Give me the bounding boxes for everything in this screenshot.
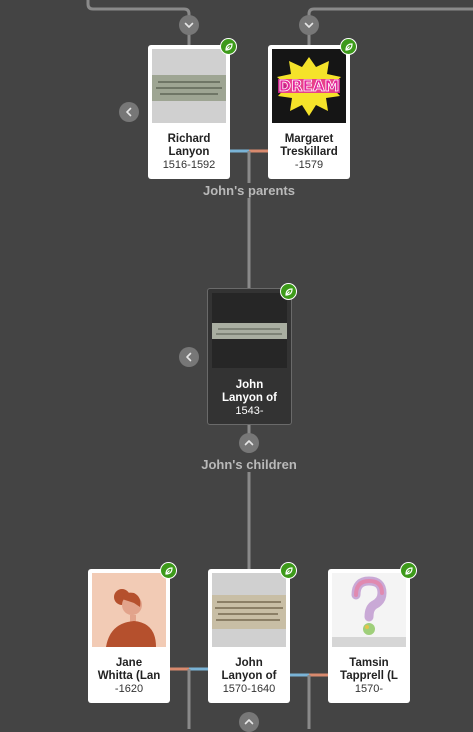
chevron-down-icon bbox=[304, 22, 314, 28]
chevron-up-icon bbox=[244, 719, 254, 725]
person-dates: -1579 bbox=[294, 159, 324, 171]
chevron-down-icon bbox=[184, 22, 194, 28]
focus-siblings-button[interactable] bbox=[179, 347, 199, 367]
collapse-children-button[interactable] bbox=[239, 433, 259, 453]
person-card-focus[interactable]: John Lanyon of 1543- bbox=[207, 288, 292, 425]
person-dates: 1543- bbox=[235, 405, 264, 417]
question-mark-image bbox=[332, 573, 406, 647]
expand-mother-ancestors-button[interactable] bbox=[299, 15, 319, 35]
person-card-child[interactable]: John Lanyon of 1570-1640 bbox=[208, 569, 290, 703]
hint-badge[interactable] bbox=[220, 38, 237, 55]
children-group-label: John's children bbox=[201, 457, 297, 472]
expand-father-ancestors-button[interactable] bbox=[179, 15, 199, 35]
person-dates: 1570-1640 bbox=[222, 683, 276, 695]
person-photo bbox=[332, 573, 406, 647]
person-photo: DREAM bbox=[272, 49, 346, 123]
person-name: Tamsin Tapprell (L bbox=[340, 657, 398, 682]
chevron-up-icon bbox=[244, 440, 254, 446]
person-dates: -1620 bbox=[114, 683, 144, 695]
person-name: Margaret Treskillard bbox=[280, 133, 338, 158]
woman-illustration-image bbox=[92, 573, 166, 647]
father-siblings-button[interactable] bbox=[119, 102, 139, 122]
chevron-left-icon bbox=[126, 107, 132, 117]
person-name: Jane Whitta (Lan bbox=[97, 657, 161, 682]
person-photo bbox=[212, 573, 286, 647]
person-name: John Lanyon of bbox=[221, 657, 277, 682]
hint-badge[interactable] bbox=[280, 562, 297, 579]
svg-text:DREAM: DREAM bbox=[279, 77, 340, 95]
person-card-father[interactable]: Richard Lanyon 1516-1592 bbox=[148, 45, 230, 179]
person-dates: 1570- bbox=[354, 683, 384, 695]
parents-group-label: John's parents bbox=[203, 183, 295, 198]
leaf-hint-icon bbox=[284, 566, 293, 575]
chevron-left-icon bbox=[186, 352, 192, 362]
leaf-hint-icon bbox=[404, 566, 413, 575]
leaf-hint-icon bbox=[284, 287, 293, 296]
collapse-grandchildren-button[interactable] bbox=[239, 712, 259, 732]
leaf-hint-icon bbox=[344, 42, 353, 51]
hint-badge[interactable] bbox=[400, 562, 417, 579]
person-dates: 1516-1592 bbox=[162, 159, 216, 171]
person-card-child[interactable]: Jane Whitta (Lan -1620 bbox=[88, 569, 170, 703]
hint-badge[interactable] bbox=[160, 562, 177, 579]
person-photo bbox=[92, 573, 166, 647]
person-photo bbox=[152, 49, 226, 123]
hint-badge[interactable] bbox=[340, 38, 357, 55]
person-card-mother[interactable]: DREAM Margaret Treskillard -1579 bbox=[268, 45, 350, 179]
person-name: Richard Lanyon bbox=[167, 133, 211, 158]
person-card-child[interactable]: Tamsin Tapprell (L 1570- bbox=[328, 569, 410, 703]
leaf-hint-icon bbox=[164, 566, 173, 575]
person-photo bbox=[212, 293, 287, 368]
leaf-hint-icon bbox=[224, 42, 233, 51]
hint-badge[interactable] bbox=[280, 283, 297, 300]
person-name: John Lanyon of bbox=[222, 379, 277, 404]
dream-sticker-image: DREAM bbox=[272, 49, 346, 123]
